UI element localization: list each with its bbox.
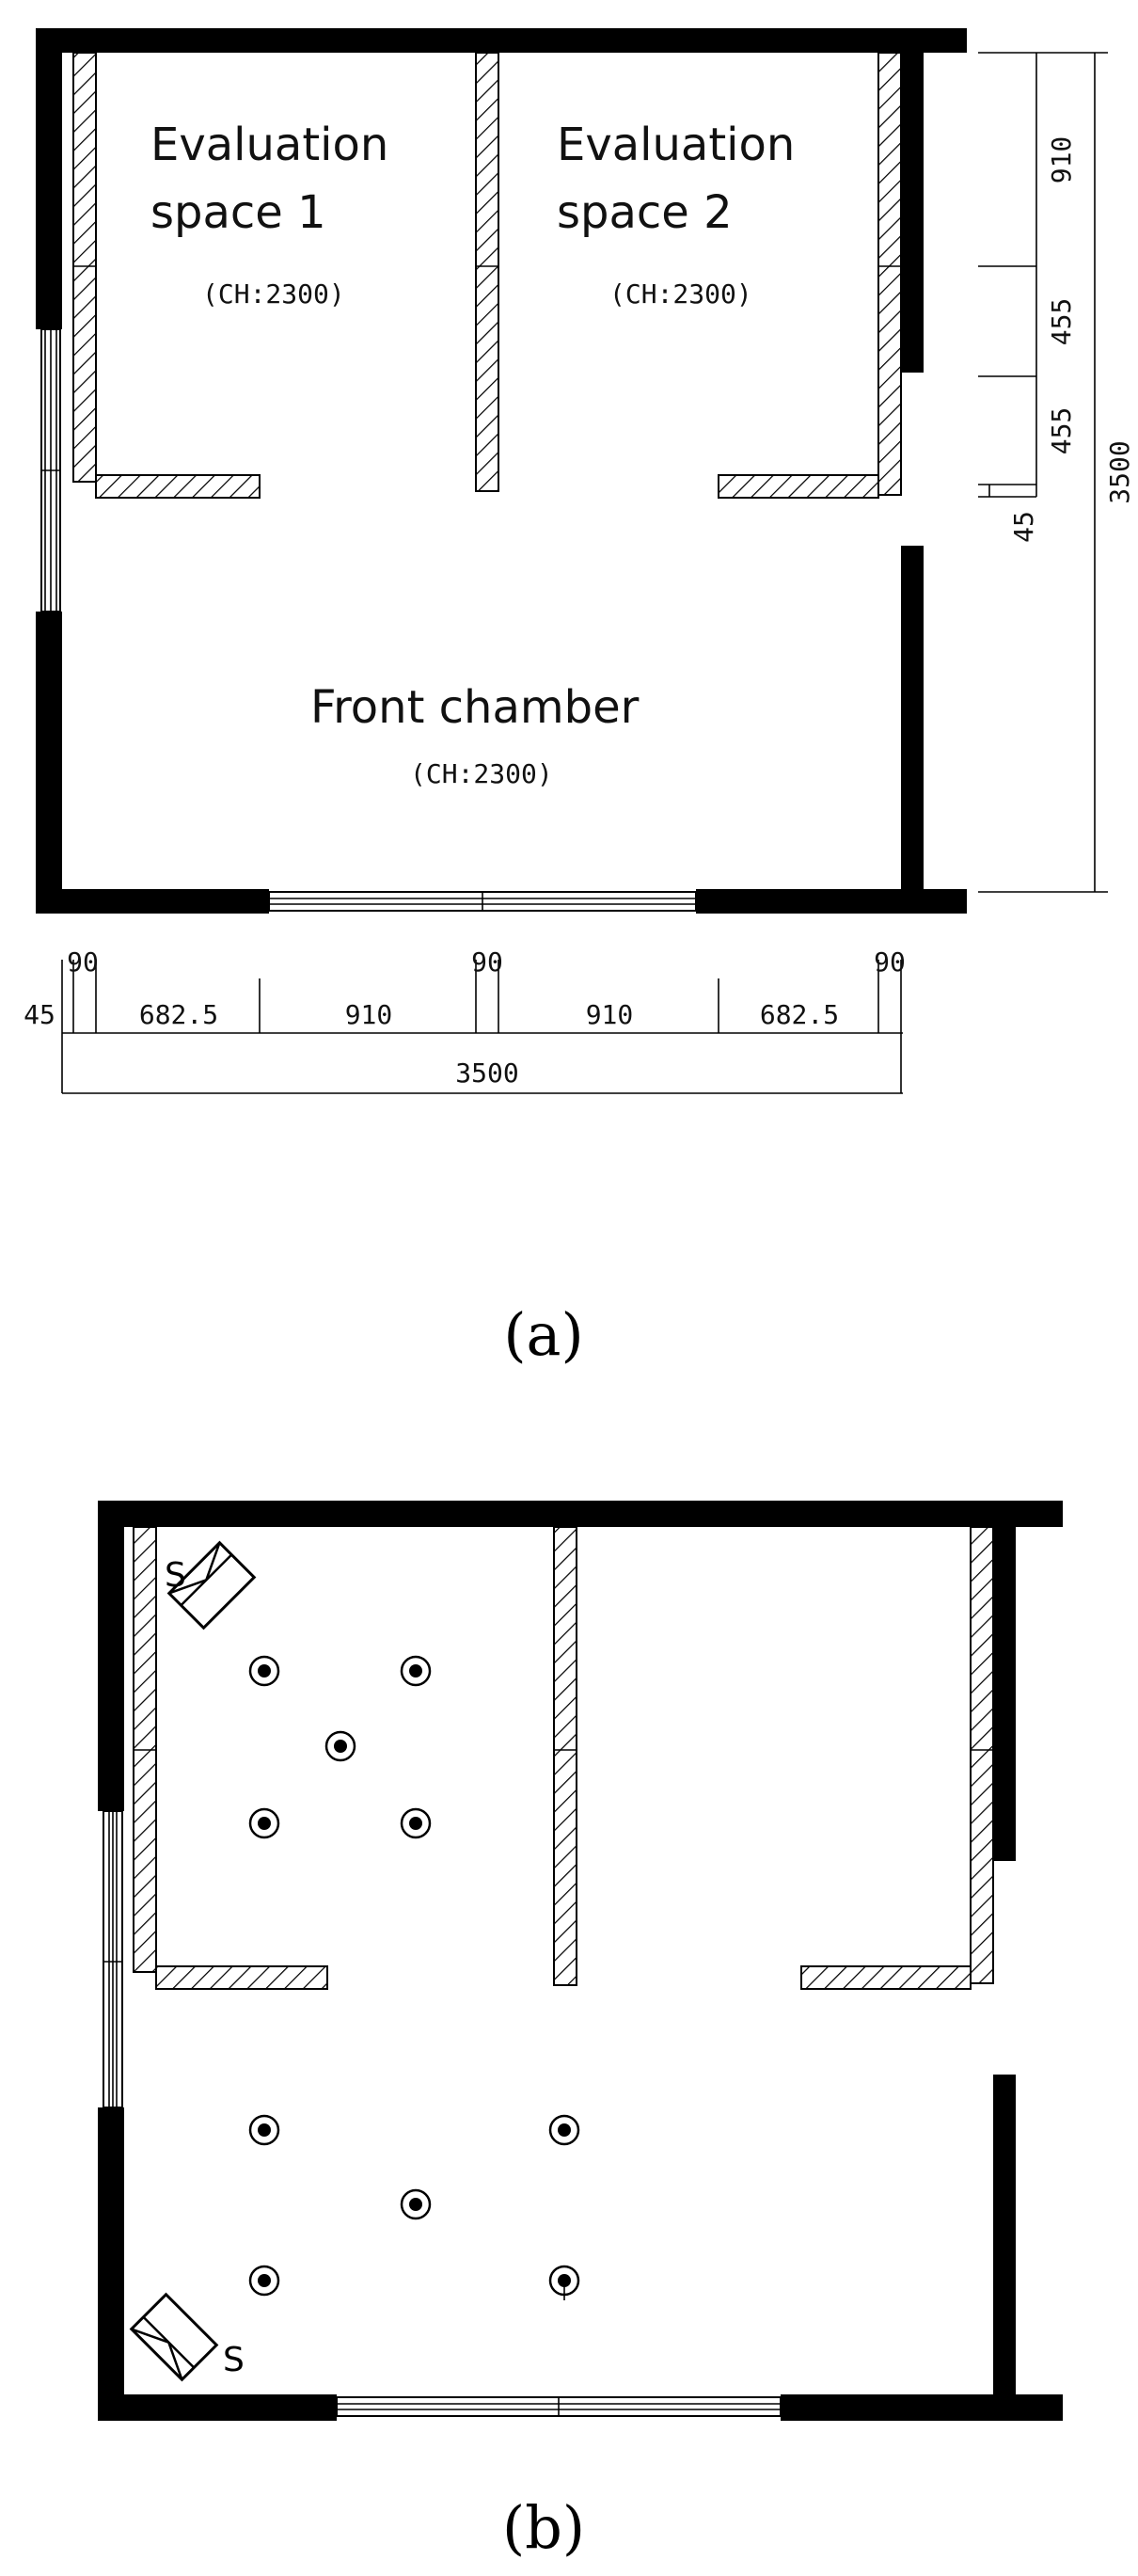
entrance-sliding-door — [268, 891, 697, 912]
dim-right-45: 45 — [1008, 511, 1039, 543]
speaker-icon — [129, 2292, 219, 2382]
dim-bottom-682-left: 682.5 — [139, 999, 218, 1030]
outer-wall-left-lower — [36, 612, 62, 913]
eval-space-2-subtitle: space 2 — [557, 186, 733, 239]
b-outer-wall-right-upper — [993, 1527, 1016, 1861]
measurement-point-icon — [400, 1807, 432, 1839]
b-outer-wall-right-lower — [993, 2075, 1016, 2404]
b-outer-wall-top — [98, 1501, 1063, 1527]
outer-wall-right-lower — [901, 546, 924, 903]
eval-space-1-subtitle: space 1 — [150, 186, 326, 239]
dim-right-455-lower: 455 — [1046, 407, 1077, 455]
dim-bottom-wall-left: 90 — [67, 946, 99, 978]
dim-bottom-edge-45: 45 — [24, 999, 55, 1030]
b-partition-right-vertical — [970, 1526, 994, 1984]
dim-right-total: 3500 — [1104, 440, 1135, 503]
measurement-point-icon — [324, 1730, 356, 1762]
outer-wall-bottom-left — [36, 889, 269, 914]
bottom-dimension-chain — [61, 960, 903, 1094]
partition-right-vertical — [877, 52, 902, 496]
partition-center — [475, 52, 499, 492]
b-outer-wall-bottom-left — [98, 2394, 337, 2421]
panel-a-caption: (a) — [503, 1300, 583, 1369]
outer-wall-top — [36, 28, 967, 53]
partition-left-horizontal — [95, 474, 261, 499]
panel-a-floor-plan: Evaluation space 1 (CH:2300) Evaluation … — [24, 28, 1135, 1369]
dim-right-910: 910 — [1046, 136, 1077, 184]
panel-b-floor-plan: S S (b) — [98, 1501, 1063, 2562]
measurement-point-icon — [400, 2188, 432, 2220]
b-left-window — [103, 1810, 123, 2108]
outer-wall-left-upper — [36, 28, 62, 329]
b-partition-right-horizontal — [800, 1965, 972, 1990]
partition-right-horizontal — [718, 474, 879, 499]
measurement-point-icon — [248, 1655, 280, 1687]
left-window — [40, 328, 61, 612]
front-chamber-ceiling: (CH:2300) — [410, 758, 553, 789]
speaker-label-bottom: S — [223, 2341, 245, 2379]
b-outer-wall-left-lower — [98, 2107, 124, 2418]
measurement-point-icon — [548, 2114, 580, 2146]
measurement-point-icon — [248, 2265, 280, 2297]
dim-bottom-wall-mid: 90 — [471, 946, 503, 978]
dim-right-455-upper: 455 — [1046, 298, 1077, 346]
front-chamber-title: Front chamber — [310, 681, 640, 734]
eval-space-1-ceiling: (CH:2300) — [202, 278, 345, 310]
measurement-point-icon — [248, 2114, 280, 2146]
outer-wall-bottom-right — [696, 889, 967, 914]
dim-bottom-910-left: 910 — [345, 999, 393, 1030]
b-entrance-sliding-door — [336, 2396, 782, 2417]
eval-space-2-title: Evaluation — [557, 119, 795, 171]
b-partition-left-horizontal — [155, 1965, 328, 1990]
measurement-point-icon — [248, 1807, 280, 1839]
dim-bottom-total: 3500 — [455, 1057, 518, 1089]
speaker-icon — [166, 1540, 257, 1630]
measurement-points — [248, 1655, 580, 2300]
dim-bottom-910-right: 910 — [586, 999, 634, 1030]
b-outer-wall-bottom-right — [781, 2394, 1063, 2421]
measurement-point-icon — [400, 1655, 432, 1687]
b-outer-wall-left-upper — [98, 1501, 124, 1811]
right-dimension-chain — [978, 52, 1108, 893]
b-partition-center — [553, 1526, 577, 1986]
panel-b-caption: (b) — [502, 2493, 585, 2562]
measurement-point-icon — [548, 2265, 580, 2300]
outer-wall-right-upper — [901, 53, 924, 373]
dim-bottom-682-right: 682.5 — [760, 999, 839, 1030]
eval-space-1-title: Evaluation — [150, 119, 388, 171]
eval-space-2-ceiling: (CH:2300) — [609, 278, 752, 310]
dim-bottom-wall-right: 90 — [874, 946, 906, 978]
partition-left-vertical — [72, 52, 97, 483]
speaker-label-top: S — [165, 1556, 186, 1595]
